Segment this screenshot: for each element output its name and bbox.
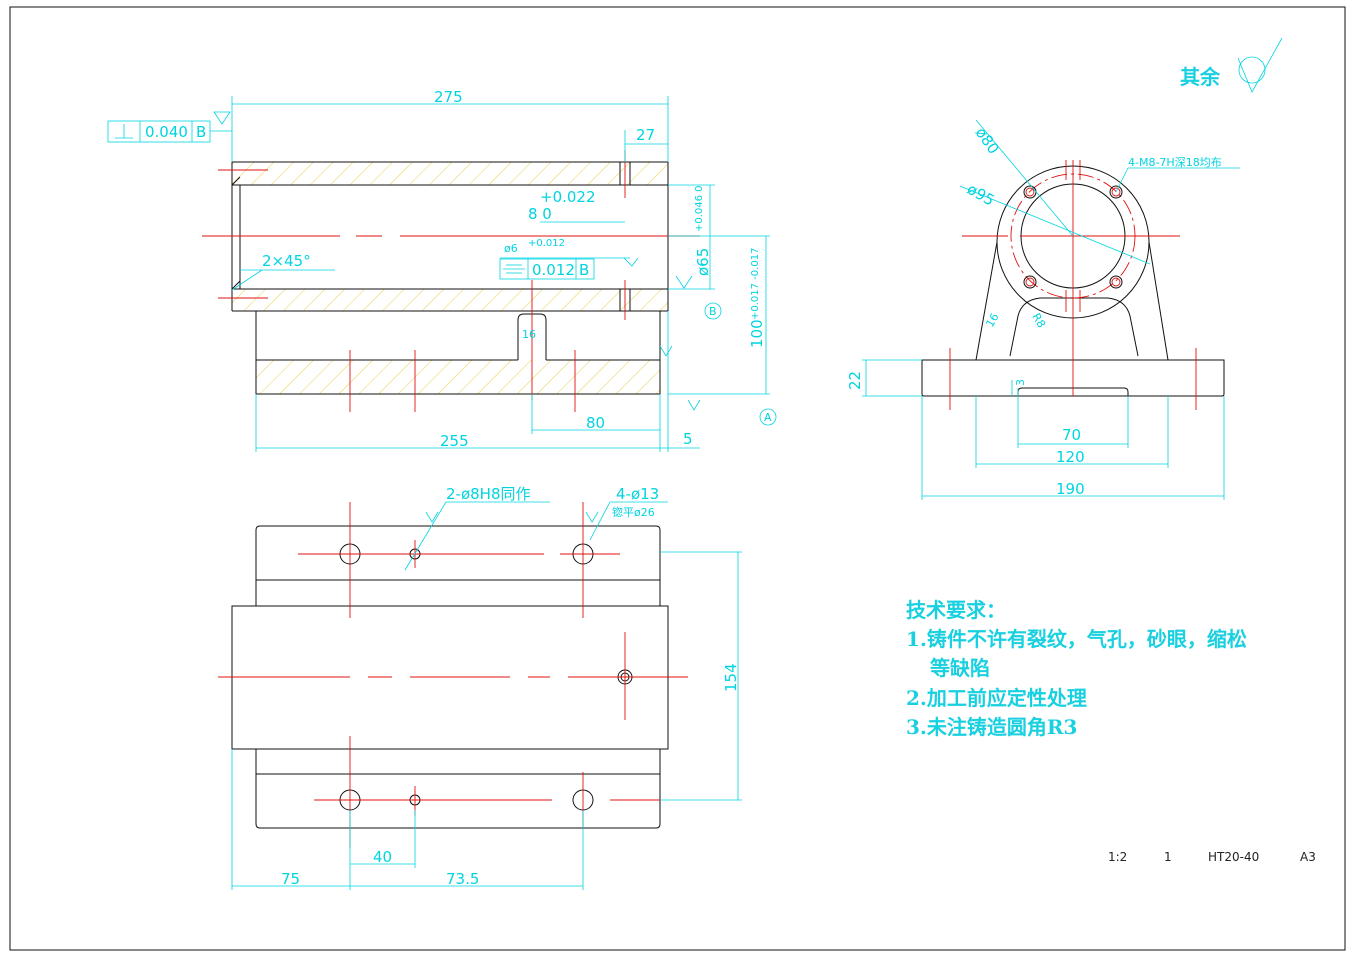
gdt-perp-ref: B [196,123,206,141]
tech-line-1: 1.铸件不许有裂纹，气孔，砂眼，缩松 [906,627,1247,651]
tech-heading: 技术要求： [906,598,1006,622]
datum-b-label: B [709,305,717,318]
quantity-value: 1 [1164,850,1172,864]
dim-16: 16 [522,328,536,341]
datum-a-label: A [764,411,772,424]
dim-3: 3 [1014,379,1027,386]
dim-dia-80: ø80 [972,124,1003,157]
dim-100-tol: +0.017 -0.017 [750,248,761,320]
hole-note: 4-ø13 [616,485,659,503]
title-block: 1:2 1 HT20-40 A3 [1108,850,1316,864]
dim-tol-upper: +0.022 [540,188,596,206]
dim-70: 70 [1062,426,1081,444]
dim-275: 275 [434,88,463,106]
pin-note: 2-ø8H8同作 [446,485,531,503]
dim-75: 75 [281,870,300,888]
dim-80-bore: 8 0 [528,205,552,223]
tech-line-3: 3.未注铸造圆角R3 [906,715,1077,739]
gdt-sym-ref: B [579,261,589,279]
dim-40: 40 [373,848,392,866]
dim-dia-65-tol: +0.046 0 [694,185,705,232]
dim-27: 27 [636,126,655,144]
tech-line-1b: 等缺陷 [930,656,990,680]
scale-value: 1:2 [1108,850,1127,864]
side-view [862,37,1283,500]
dim-120: 120 [1056,448,1085,466]
dim-154: 154 [722,663,740,692]
thread-note: 4-M8-7H深18均布 [1128,156,1222,169]
dim-100: 100 [748,319,766,348]
sheet-border [9,6,1346,951]
dim-22: 22 [846,371,864,390]
dim-255: 255 [440,432,469,450]
tech-requirements: 技术要求： 1.铸件不许有裂纹，气孔，砂眼，缩松 等缺陷 2.加工前应定性处理 … [906,598,1247,739]
dim-80-base: 80 [586,414,605,432]
tech-line-2: 2.加工前应定性处理 [906,686,1087,710]
dim-r8: R8 [1029,311,1048,330]
dim-190: 190 [1056,480,1085,498]
surface-finish-note: 其余 [1180,65,1221,89]
chamfer-dim: 2×45° [262,252,311,270]
dim-dia-95: ø95 [964,180,997,210]
gdt-perp-value: 0.040 [145,123,188,141]
sheet-size-value: A3 [1300,850,1316,864]
dim-5: 5 [683,430,693,448]
dim-73-5: 73.5 [446,870,479,888]
pin-hole-tol: +0.012 [528,238,565,249]
gdt-sym-value: 0.012 [532,261,575,279]
pin-hole-dim: ø6 [504,242,518,255]
top-view [218,501,742,890]
front-view [107,96,777,452]
dim-r16: 16 [983,311,1001,330]
spotface-note: 锪平ø26 [612,506,655,519]
material-value: HT20-40 [1208,850,1259,864]
dim-dia-65: ø65 [694,248,712,276]
